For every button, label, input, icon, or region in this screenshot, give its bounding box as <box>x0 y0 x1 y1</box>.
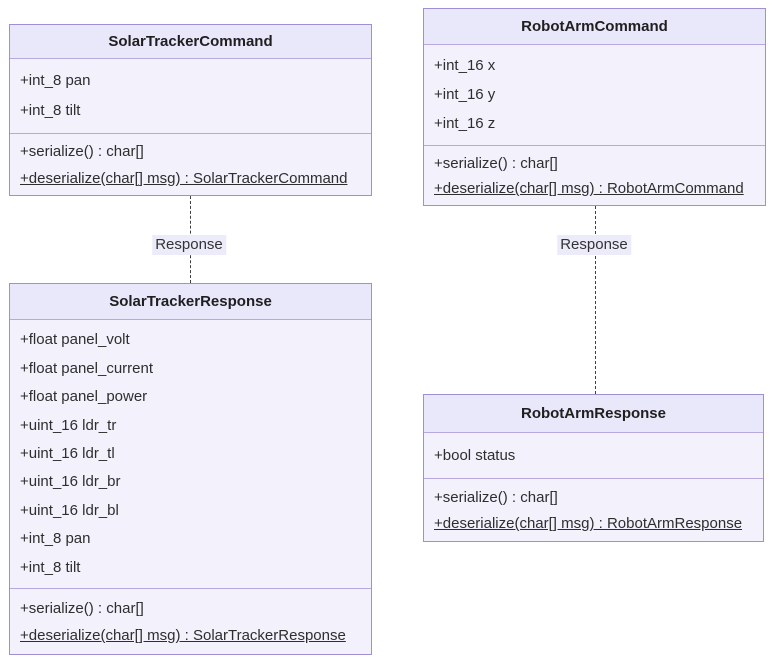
class-field: +bool status <box>434 446 516 464</box>
class-field: +uint_16 ldr_bl <box>20 501 119 519</box>
class-field: +int_16 y <box>434 86 496 103</box>
class-methods-section: +serialize() : char[] +deserialize(char[… <box>424 478 763 543</box>
class-fields-section: +float panel_volt +float panel_current +… <box>10 319 371 588</box>
class-methods-section: +serialize() : char[] +deserialize(char[… <box>424 145 765 207</box>
class-method-static: +deserialize(char[] msg) : RobotArmComma… <box>434 180 744 198</box>
class-box-solar-tracker-command: SolarTrackerCommand +int_8 pan +int_8 ti… <box>9 24 372 196</box>
dependency-edge-robot <box>595 206 596 394</box>
class-field: +float panel_current <box>20 359 154 377</box>
class-field: +int_16 x <box>434 57 496 74</box>
class-methods-section: +serialize() : char[] +deserialize(char[… <box>10 133 371 197</box>
class-field: +int_8 pan <box>20 72 91 89</box>
class-method-static: +deserialize(char[] msg) : SolarTrackerC… <box>20 169 348 187</box>
class-box-robot-arm-command: RobotArmCommand +int_16 x +int_16 y +int… <box>423 8 766 206</box>
class-title: RobotArmResponse <box>424 395 763 432</box>
class-methods-section: +serialize() : char[] +deserialize(char[… <box>10 588 371 656</box>
class-fields-section: +int_8 pan +int_8 tilt <box>10 58 371 133</box>
class-method: +serialize() : char[] <box>434 488 558 506</box>
class-field: +uint_16 ldr_br <box>20 473 121 491</box>
class-field: +int_8 tilt <box>20 558 81 576</box>
class-method: +serialize() : char[] <box>20 143 144 161</box>
class-title: SolarTrackerResponse <box>10 284 371 319</box>
class-box-robot-arm-response: RobotArmResponse +bool status +serialize… <box>423 394 764 542</box>
class-field: +int_8 pan <box>20 530 91 548</box>
class-method-static: +deserialize(char[] msg) : SolarTrackerR… <box>20 627 346 645</box>
class-box-solar-tracker-response: SolarTrackerResponse +float panel_volt +… <box>9 283 372 655</box>
class-method-static: +deserialize(char[] msg) : RobotArmRespo… <box>434 515 743 533</box>
class-field: +int_16 z <box>434 115 496 132</box>
class-method: +serialize() : char[] <box>20 599 144 617</box>
class-title: RobotArmCommand <box>424 9 765 44</box>
class-fields-section: +int_16 x +int_16 y +int_16 z <box>424 44 765 145</box>
class-method: +serialize() : char[] <box>434 154 558 172</box>
class-title: SolarTrackerCommand <box>10 25 371 58</box>
edge-label: Response <box>557 235 631 255</box>
class-fields-section: +bool status <box>424 432 763 478</box>
class-field: +int_8 tilt <box>20 102 81 119</box>
class-field: +float panel_power <box>20 388 148 406</box>
edge-label: Response <box>152 235 226 255</box>
class-field: +uint_16 ldr_tl <box>20 444 115 462</box>
class-field: +uint_16 ldr_tr <box>20 416 117 434</box>
class-field: +float panel_volt <box>20 331 130 349</box>
